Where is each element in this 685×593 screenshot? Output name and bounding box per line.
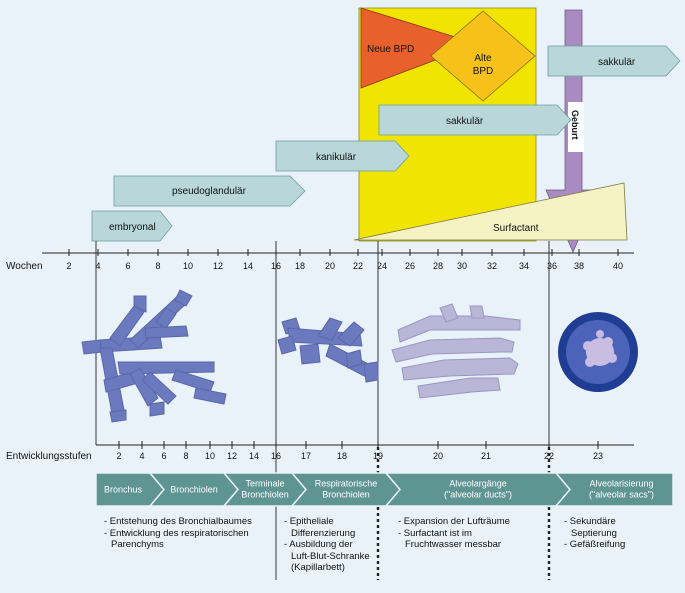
wochen-tick-label: 38 [574, 261, 584, 271]
stufen-ticks: 2 4 6 8 10 12 14 16 17 18 19 20 21 22 23 [116, 441, 603, 461]
sakkular-right-label: sakkulär [598, 57, 636, 68]
stufen-tick-label: 22 [544, 451, 554, 461]
stufen-tick-label: 4 [139, 451, 144, 461]
stage-label: Terminale [245, 479, 284, 489]
notes-col-4: - Sekundäre Septierung - Gefäßreifung [564, 516, 625, 551]
note-item: (Kapillarbett) [291, 562, 345, 573]
notes-col-1: - Entstehung des Bronchialbaumes - Entwi… [104, 516, 252, 551]
wochen-tick-label: 24 [377, 261, 387, 271]
note-item: Fruchtwasser messbar [405, 539, 502, 550]
stufen-tick-label: 19 [373, 451, 383, 461]
stufen-tick-label: 8 [183, 451, 188, 461]
geburt-label: Geburt [570, 110, 580, 140]
neue-bpd-triangle [360, 7, 480, 89]
wochen-tick-label: 20 [325, 261, 335, 271]
stufen-tick-label: 16 [271, 451, 281, 461]
wochen-tick-label: 12 [213, 261, 223, 271]
neue-bpd-label: Neue BPD [367, 44, 414, 55]
stufen-axis-label: Entwicklungsstufen [6, 451, 92, 462]
notes-col-3: - Expansion der Lufträume - Surfactant i… [398, 516, 510, 551]
wochen-tick-label: 32 [487, 261, 497, 271]
stage-label: Alveolarisierung [589, 479, 653, 489]
bronchial-tree-illustration [81, 289, 227, 423]
wochen-tick-label: 4 [95, 261, 100, 271]
embryonal-bar [91, 210, 173, 242]
note-item: - Gefäßreifung [564, 539, 626, 550]
note-item: Parenchyms [111, 539, 164, 550]
wochen-tick-label: 22 [353, 261, 363, 271]
surfactant-wedge [353, 182, 628, 241]
stufen-tick-label: 12 [227, 451, 237, 461]
note-item: - Entstehung des Bronchialbaumes [104, 516, 252, 527]
alte-bpd-diamond [430, 10, 536, 102]
canalicular-tissue-illustration [277, 317, 379, 383]
kanikular-label: kanikulär [316, 152, 357, 163]
stufen-tick-label: 10 [205, 451, 215, 461]
wochen-tick-label: 6 [125, 261, 130, 271]
stage-label: Alveolargänge [449, 479, 507, 489]
wochen-tick-label: 34 [519, 261, 529, 271]
pseudoglandular-bar [113, 175, 306, 207]
wochen-tick-label: 8 [155, 261, 160, 271]
stage-label: Bronchus [104, 485, 143, 495]
note-item: Luft-Blut-Schranke [291, 550, 370, 562]
wochen-tick-label: 30 [457, 261, 467, 271]
embryonal-label: embryonal [109, 222, 156, 233]
note-item: - Sekundäre [564, 516, 616, 527]
wochen-tick-label: 10 [183, 261, 193, 271]
stufen-tick-label: 14 [249, 451, 259, 461]
stage-label: Respiratorische [315, 479, 378, 489]
note-item: - Surfactant ist im [398, 527, 472, 539]
stage-label: Bronchiolen [241, 490, 289, 500]
sakkular-right-bar [547, 45, 681, 77]
sakkular-mid-label: sakkulär [446, 116, 484, 127]
note-item: Septierung [571, 527, 617, 539]
wochen-tick-label: 26 [405, 261, 415, 271]
alte-bpd-label-2: BPD [473, 66, 494, 77]
note-item: - Epitheliale [284, 516, 334, 527]
stage-label: ("alveolar sacs") [589, 490, 654, 500]
stufen-tick-label: 18 [337, 451, 347, 461]
wochen-tick-label: 18 [295, 261, 305, 271]
stufen-tick-label: 6 [161, 451, 166, 461]
wochen-tick-label: 36 [547, 261, 557, 271]
stage-chevron [554, 472, 674, 507]
alveolar-sacs-illustration [558, 312, 638, 392]
stufen-tick-label: 17 [301, 451, 311, 461]
stufen-tick-label: 23 [593, 451, 603, 461]
note-item: - Ausbildung der [284, 539, 353, 550]
stage-label: ("alveolar ducts") [444, 490, 512, 500]
wochen-axis-label: Wochen [6, 261, 43, 272]
alte-bpd-label-1: Alte [474, 53, 492, 64]
wochen-tick-label: 40 [613, 261, 623, 271]
stage-label: Bronchiolen [322, 490, 370, 500]
pseudoglandular-label: pseudoglandulär [172, 186, 247, 197]
notes-col-2: - Epitheliale Differenzierung - Ausbildu… [284, 516, 370, 574]
wochen-tick-label: 28 [433, 261, 443, 271]
wochen-tick-label: 14 [243, 261, 253, 271]
surfactant-label: Surfactant [493, 223, 539, 234]
note-item: - Expansion der Lufträume [398, 516, 510, 527]
wochen-tick-label: 2 [66, 261, 71, 271]
note-item: - Entwicklung des respiratorischen [104, 527, 249, 539]
kanikular-bar [275, 140, 410, 172]
geburt-label-box [568, 102, 584, 152]
stage-label: Bronchiolen [170, 485, 218, 495]
stufen-tick-label: 21 [481, 451, 491, 461]
sakkular-mid-bar [378, 104, 572, 136]
stufen-tick-label: 2 [116, 451, 121, 461]
note-item: Differenzierung [291, 527, 356, 539]
stufen-tick-label: 20 [433, 451, 443, 461]
alveolar-ducts-illustration [391, 303, 521, 399]
